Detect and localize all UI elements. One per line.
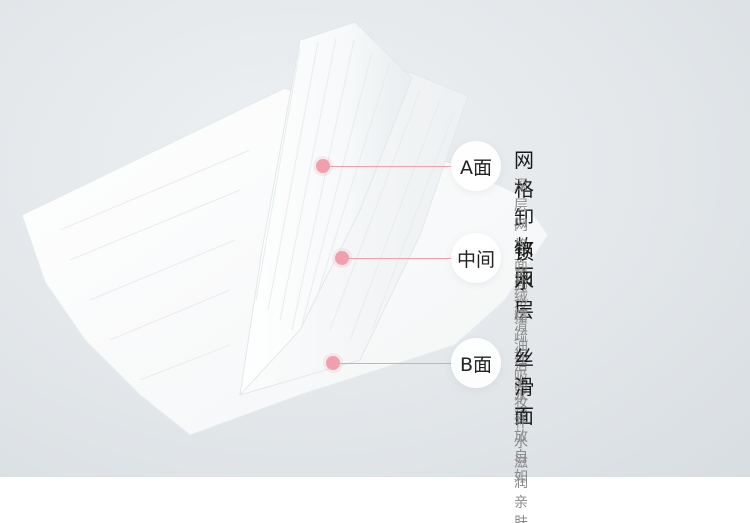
marker-dot-icon	[326, 356, 340, 370]
layer-title: 锁水层	[514, 240, 535, 322]
layer-title: 丝滑面	[514, 346, 535, 428]
layer-description: 上妆补水滋润亲肤	[514, 375, 529, 523]
layer-title: 网格卸妆面	[514, 148, 535, 288]
marker-dot-icon	[335, 251, 349, 265]
leader-line	[349, 258, 455, 259]
cotton-pad-photo	[0, 0, 750, 477]
layer-badge: A面	[451, 141, 501, 191]
marker-dot-icon	[316, 159, 330, 173]
layer-description: 深层网格面卸妆清油洁面	[514, 178, 529, 394]
cotton-pad-illustration	[21, 21, 549, 436]
pad-top-layer	[239, 21, 413, 397]
layer-badge: B面	[451, 338, 501, 388]
layer-badge: 中间	[451, 233, 501, 283]
leader-line	[340, 363, 455, 364]
leader-line	[330, 166, 455, 167]
layer-description: 长绒精疏棉吸水释放自如	[514, 269, 529, 485]
